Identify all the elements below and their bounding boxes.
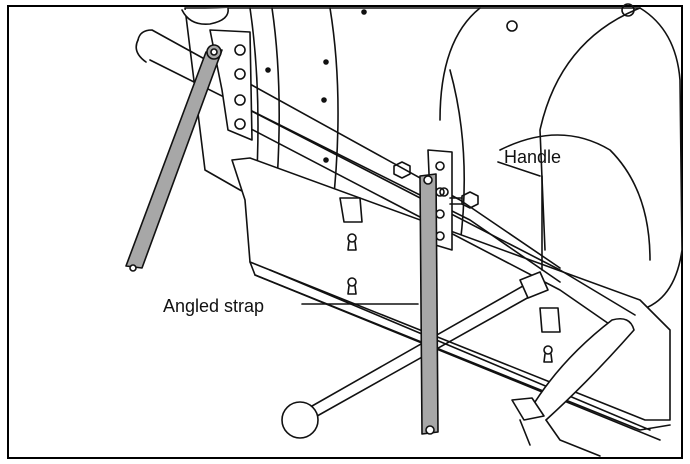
strap-hole — [423, 175, 433, 185]
angled-strap-callout-label: Angled strap — [163, 296, 264, 316]
strap-hole — [129, 264, 137, 272]
handle-arm — [529, 317, 635, 421]
tray-divider — [269, 269, 651, 431]
hopper-rivet — [323, 157, 329, 163]
lower-frame-tube — [229, 99, 636, 316]
upper-frame-tube — [137, 29, 561, 269]
hex-nut — [393, 161, 411, 179]
ball-knob — [281, 401, 319, 439]
tray-keyhole — [347, 233, 357, 251]
tray-clip — [339, 197, 363, 223]
tray-keyhole — [347, 277, 357, 295]
bracket-hole — [234, 68, 246, 80]
hopper-seam-5 — [439, 7, 481, 121]
tray-bottom-lip — [254, 274, 661, 441]
hopper-seam-3 — [329, 7, 339, 215]
washer — [439, 187, 449, 197]
hopper-rivet — [361, 9, 367, 15]
side-bracket — [209, 29, 253, 141]
hopper-rivet — [321, 97, 327, 103]
handle-clamp — [511, 397, 545, 421]
tray-edge — [249, 261, 671, 431]
hopper-seam-6 — [539, 7, 641, 251]
handle-arm-base — [519, 419, 601, 457]
hopper-rivet — [265, 67, 271, 73]
hopper-rivet — [323, 59, 329, 65]
strap-hole — [210, 48, 218, 56]
handle-leader-line — [497, 161, 541, 177]
lower-frame-tube — [229, 117, 626, 336]
tray-keyhole — [543, 345, 553, 363]
bracket-hole — [234, 44, 246, 56]
bracket-hole — [435, 161, 445, 171]
bracket-hole — [234, 118, 246, 130]
tray-clip — [539, 307, 561, 333]
top-cap — [181, 7, 229, 26]
crossbar-clamp — [519, 271, 549, 299]
grass-tray — [231, 157, 671, 421]
bolt-shank — [449, 197, 463, 205]
hopper-rivet — [506, 20, 518, 32]
hopper-seam-4 — [449, 69, 466, 246]
strap-hole — [425, 425, 435, 435]
hopper-rivet — [621, 3, 635, 17]
center-angled-strap — [419, 173, 439, 435]
bracket-hole — [234, 94, 246, 106]
handle-callout-label: Handle — [504, 147, 561, 167]
hopper-front-curve — [499, 134, 651, 261]
